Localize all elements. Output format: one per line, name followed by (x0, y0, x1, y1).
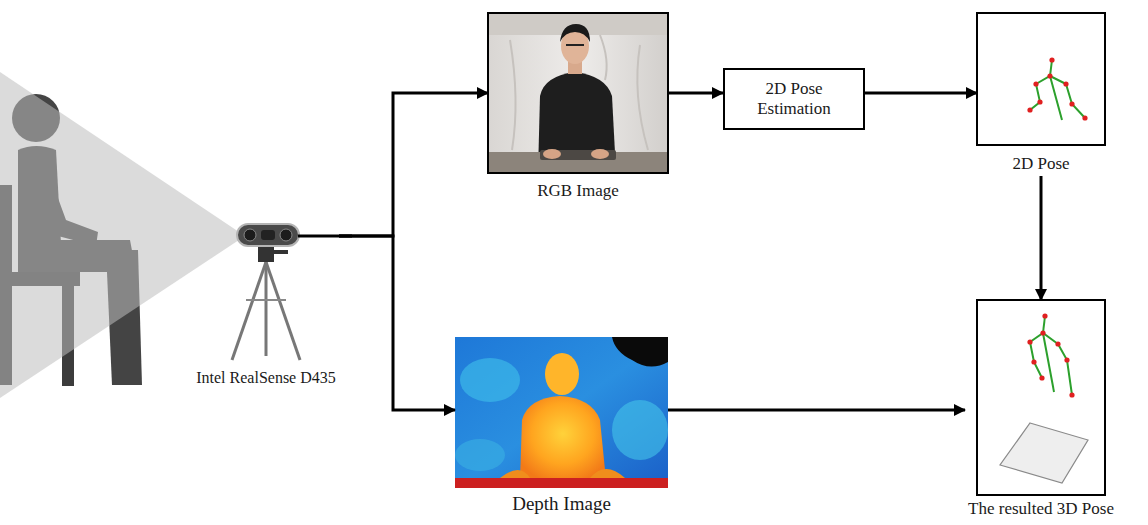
rgb-photo (488, 13, 668, 173)
depth-patch (612, 400, 668, 460)
skeleton-joint (1082, 115, 1087, 120)
tripod-handle (274, 250, 288, 254)
pose-frame (977, 13, 1105, 145)
skeleton-bone (1066, 84, 1085, 118)
rgb-image-panel: RGB Image (488, 13, 668, 203)
process-label: 2D Pose Estimation (747, 79, 841, 120)
panel-caption: RGB Image (488, 181, 668, 201)
depth-background (455, 337, 668, 488)
camera-body (237, 224, 299, 246)
depth-body (520, 396, 606, 480)
flow-arrow (668, 92, 723, 95)
photo-background (488, 13, 668, 173)
camera-view-cone (0, 72, 245, 398)
skeleton-bone (1058, 344, 1072, 395)
skeleton-joint (1049, 57, 1054, 62)
flow-arrow (865, 92, 977, 95)
skeleton-joint (1033, 81, 1038, 86)
skeleton-bone (1043, 333, 1054, 392)
skeleton-joint (1055, 341, 1060, 346)
photo-glasses (566, 44, 584, 46)
depth-image (455, 337, 668, 488)
pose-3d-panel: The resulted 3D Pose (965, 300, 1117, 521)
skeleton-joint (1064, 357, 1069, 362)
photo-frame (488, 13, 668, 173)
process-box: 2D Pose Estimation (723, 68, 865, 130)
skeleton-joint (1027, 107, 1032, 112)
skeleton-bone (1030, 84, 1040, 110)
flow-arrow (339, 236, 455, 410)
photo-hair (560, 24, 590, 42)
depth-patch (455, 439, 505, 471)
depth-near-strip (455, 478, 668, 488)
photo-shirt (538, 72, 616, 172)
photo-hand (543, 149, 561, 159)
tripod-brace (246, 299, 286, 301)
depth-head (545, 353, 579, 395)
tripod-head (258, 246, 274, 262)
panel-caption: Intel RealSense D435 (193, 369, 339, 387)
depth-patch (460, 358, 520, 402)
skeleton-joint (1069, 392, 1074, 397)
skeleton-joint (1031, 359, 1036, 364)
pose-frame (977, 300, 1105, 495)
seated-person (0, 72, 245, 398)
camera-lens (244, 229, 256, 241)
flow-arrow (668, 409, 965, 412)
pose-2d-figure (977, 13, 1105, 145)
tripod-leg (265, 262, 268, 356)
skeleton-joint (1063, 81, 1068, 86)
photo-keyboard (540, 150, 616, 160)
camera-node: Intel RealSense D435 (193, 215, 339, 390)
tripod-leg (232, 262, 266, 360)
skeleton-bone (1030, 342, 1042, 378)
tripod-leg (266, 262, 300, 360)
panel-caption: Depth Image (455, 493, 668, 515)
skeleton-bone (1050, 76, 1062, 120)
skeleton-joint (1042, 313, 1047, 318)
panel-caption: The resulted 3D Pose (965, 499, 1117, 519)
camera-sensor (261, 230, 275, 240)
skeleton-joint (1027, 339, 1032, 344)
camera-tripod (232, 224, 300, 360)
panel-caption: 2D Pose (977, 154, 1105, 174)
skeleton-joint (1039, 375, 1044, 380)
depth-image-panel: Depth Image (455, 337, 668, 517)
skeleton-joint (1040, 330, 1045, 335)
pose-2d-panel: 2D Pose (977, 13, 1105, 176)
skeleton-joint (1069, 101, 1074, 106)
pose-3d-figure (977, 300, 1105, 495)
flow-arrow (1040, 176, 1043, 300)
ground-plane (1000, 423, 1088, 483)
flow-arrow (339, 93, 488, 236)
depth-arms (500, 469, 625, 478)
photo-hand (591, 149, 609, 159)
depth-shadow (612, 337, 668, 367)
skeleton-joint (1047, 73, 1052, 78)
camera-lens (280, 229, 292, 241)
skeleton-joint (1037, 99, 1042, 104)
